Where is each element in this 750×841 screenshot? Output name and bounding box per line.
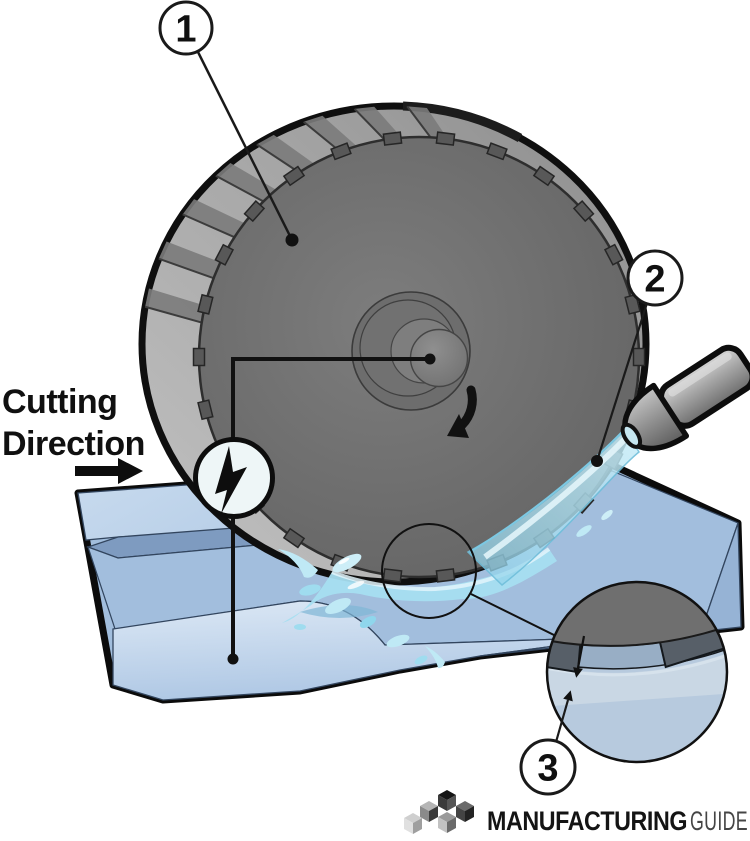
rim-segment-divider [353,108,386,141]
rim-segment-divider [182,213,235,239]
power-source-icon [193,437,275,519]
abrasive-segment-block [282,527,306,549]
wheel-top-dark-arc [402,101,523,142]
fluid-splash [278,509,613,669]
detail-leader-line [470,593,559,638]
rim-segment-strip [354,106,402,140]
cutting-direction-line1: Cutting [2,383,117,421]
rim-segment-divider [144,305,202,324]
logo-cube [438,812,456,833]
logo-cube [438,790,456,811]
callout-3-number: 3 [537,748,558,790]
abrasive-segment-block [197,293,214,315]
logo-cubes-icon [404,790,474,834]
abrasive-segment-block [192,347,206,367]
logo-cube [404,813,422,834]
abrasive-segment-block [532,165,556,187]
abrasive-segment-block [572,200,595,223]
callout-1-number: 1 [175,9,196,51]
abrasive-segment-block [197,399,214,421]
rim-segment-strip [145,288,206,323]
wheel-hub [351,291,471,411]
callout-2-target-dot [591,455,603,467]
abrasive-segment-block [632,347,646,367]
rim-segment-strip [158,241,221,279]
callout-2-number: 2 [644,259,665,301]
cutting-direction-label: Cutting Direction [2,383,145,484]
nozzle-opening [620,422,643,449]
abrasive-segment-block [603,243,624,266]
abrasive-segment-block [243,200,266,223]
gap-arrows [573,635,586,678]
abrasive-segment-block [435,131,456,146]
rotation-arrow-icon [447,385,477,438]
logo-cube [456,801,474,822]
abrasive-segment-block [282,165,306,187]
abrasive-segment-block [435,568,456,583]
abrasive-segment-block [214,243,235,266]
lightning-bolt-icon [215,446,247,514]
rim-segment-divider [406,105,432,138]
rim-segment-divider [256,143,300,174]
wheel-rim-segments [144,105,448,324]
cutting-direction-arrow-icon [75,458,143,484]
abrasive-segment-block [382,568,403,583]
logo-cube [420,801,438,822]
logo-text-light: GUIDE [690,806,748,836]
callout-2-bubble [626,249,684,307]
wire-terminal-workpiece [227,653,239,665]
rim-segment-divider [158,257,214,280]
rim-segment-strip [303,115,357,152]
rim-segment-strip [215,163,277,202]
electrode-wires [227,353,436,665]
cutting-direction-line2: Direction [2,425,145,463]
callout-3: 3 [519,690,577,796]
logo-text-bold: MANUFACTURING [487,806,687,836]
rim-segment-strip [182,199,245,238]
detail-wheel-body [547,582,727,647]
rim-segment-divider [303,121,341,153]
rim-segment-strip [407,106,448,139]
contact-annotation-circle [381,523,477,619]
abrasive-segment-block [624,293,641,315]
logo: MANUFACTURING GUIDE [404,790,748,836]
wire-terminal-wheel [424,353,436,365]
abrasive-segment-block [486,142,508,161]
callout-3-bubble [519,738,577,796]
callout-1-bubble [158,0,214,56]
abrasive-segment-block [382,131,403,146]
rim-segment-divider [215,174,264,203]
coolant-nozzle [620,344,750,452]
callout-1: 1 [158,0,299,247]
electrolyte-stream [466,428,640,586]
callout-2: 2 [591,249,684,467]
rim-segment-strip [256,134,315,173]
callout-1-target-dot [285,233,299,247]
abrasive-segment-block [330,142,352,161]
